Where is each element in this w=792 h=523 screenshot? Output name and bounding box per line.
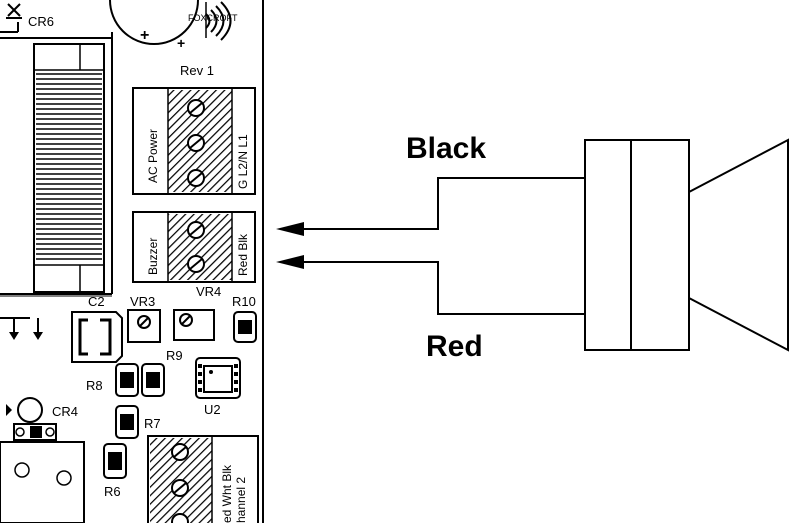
buzzer-speaker-icon [584, 138, 789, 352]
cr4-label: CR4 [52, 404, 78, 419]
r6-label: R6 [104, 484, 121, 499]
r10-resistor [233, 311, 257, 343]
vr3-label: VR3 [130, 294, 155, 309]
foxcroft-logo-text: FOXCROFT [188, 13, 238, 23]
u2-chip [195, 357, 241, 399]
buzzer-terminal-block: Buzzer Red Blk [132, 211, 256, 283]
revision-label: Rev 1 [180, 63, 214, 78]
vr4-label: VR4 [196, 284, 221, 299]
r7-label: R7 [144, 416, 161, 431]
svg-text:+: + [177, 35, 185, 51]
channel2-terminal-block: ed Wht Blk hannel 2 [147, 435, 259, 523]
arrow-left-icon [276, 255, 304, 269]
arrow-left-icon [276, 222, 304, 236]
ac-power-pins-label: G L2/N L1 [236, 134, 250, 189]
ac-power-label: AC Power [146, 129, 160, 183]
c2-capacitor [71, 311, 123, 363]
red-wire [276, 255, 585, 315]
relay-socket [0, 441, 85, 523]
ac-power-terminal-block: AC Power G L2/N L1 [132, 87, 256, 195]
screw-icon [187, 255, 205, 273]
r8-resistor [115, 363, 139, 397]
ground-arrow-icon [0, 317, 43, 340]
r9-label: R9 [166, 348, 183, 363]
c2-label: C2 [88, 294, 105, 309]
black-wire-label: Black [406, 132, 486, 165]
cr6-label: CR6 [28, 14, 54, 29]
screw-icon [171, 479, 189, 497]
r10-label: R10 [232, 294, 256, 309]
screw-icon [187, 221, 205, 239]
r7-resistor [115, 405, 139, 439]
svg-text:+: + [140, 27, 149, 44]
cr4-led [6, 397, 57, 441]
screw-icon [187, 169, 205, 187]
u2-label: U2 [204, 402, 221, 417]
heatsink [0, 32, 113, 297]
black-wire [276, 177, 585, 236]
vr3-trimmer [127, 309, 161, 343]
vr4-trimmer [173, 309, 215, 341]
screw-icon [171, 443, 189, 461]
buzzer-pins-label: Red Blk [236, 233, 250, 276]
channel2-pins-label: ed Wht Blk [220, 464, 234, 523]
cr6-diode-icon [0, 3, 22, 33]
red-wire-label: Red [426, 330, 483, 363]
buzzer-label: Buzzer [146, 238, 160, 275]
screw-icon [187, 134, 205, 152]
r8-label: R8 [86, 378, 103, 393]
r6-resistor [103, 443, 127, 479]
channel2-label: hannel 2 [234, 477, 248, 523]
foxcroft-logo: FOXCROFT [188, 1, 238, 41]
capacitor-icon: + + [109, 0, 199, 51]
r9-resistor [141, 363, 165, 397]
screw-icon [171, 513, 189, 523]
screw-icon [187, 99, 205, 117]
